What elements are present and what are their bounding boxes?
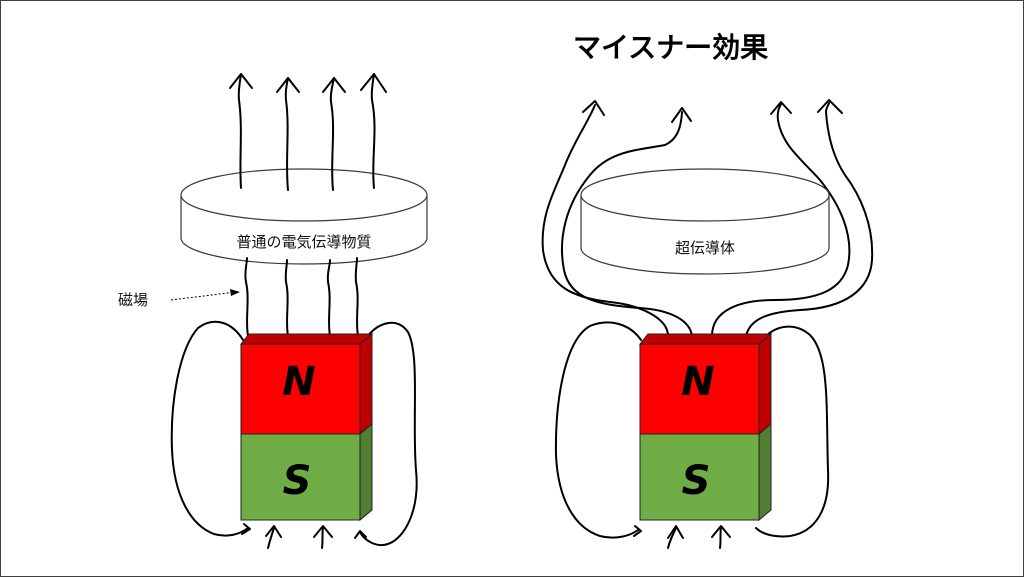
field-lines-around-superconductor (541, 99, 874, 337)
left-panel: 普通の電気伝導物質 磁場 (118, 73, 428, 549)
field-loops-right (554, 321, 830, 539)
magnet-top-face (638, 333, 773, 345)
ordinary-conductor-label: 普通の電気伝導物質 (236, 233, 371, 251)
south-pole-label: S (682, 458, 711, 504)
magnet-south-side (359, 422, 373, 522)
diagram-title: マイスナー効果 (573, 31, 768, 64)
right-panel: 超伝導体 N S (541, 99, 874, 549)
magnet-top-face (239, 333, 374, 345)
magnet-north-side (758, 332, 772, 436)
magnet-south-pole (639, 433, 760, 521)
magnet-north-side (359, 332, 373, 436)
magnet-north-pole (240, 343, 361, 435)
superconductor-label: 超伝導体 (675, 239, 735, 257)
field-label: 磁場 (118, 291, 148, 309)
field-label-pointer (170, 291, 237, 301)
south-pole-label: S (283, 458, 312, 504)
field-lines-bottom-left (265, 525, 333, 549)
north-pole-label: N (282, 359, 315, 405)
magnet-south-side (758, 422, 772, 522)
field-lines-through-left (244, 257, 359, 337)
field-loops-left (170, 320, 418, 546)
superconductor-disk: 超伝導体 (580, 168, 830, 275)
magnet-south-pole (240, 433, 361, 521)
field-lines-bottom-right (667, 525, 731, 549)
magnet-north-pole (639, 343, 760, 435)
north-pole-label: N (681, 359, 714, 405)
ordinary-conductor-disk: 普通の電気伝導物質 (180, 168, 428, 265)
bar-magnet-right: N S (638, 332, 773, 522)
field-label-arrow-icon (230, 289, 240, 296)
bar-magnet-left: N S (239, 332, 374, 522)
field-lines-above-left (229, 73, 387, 191)
